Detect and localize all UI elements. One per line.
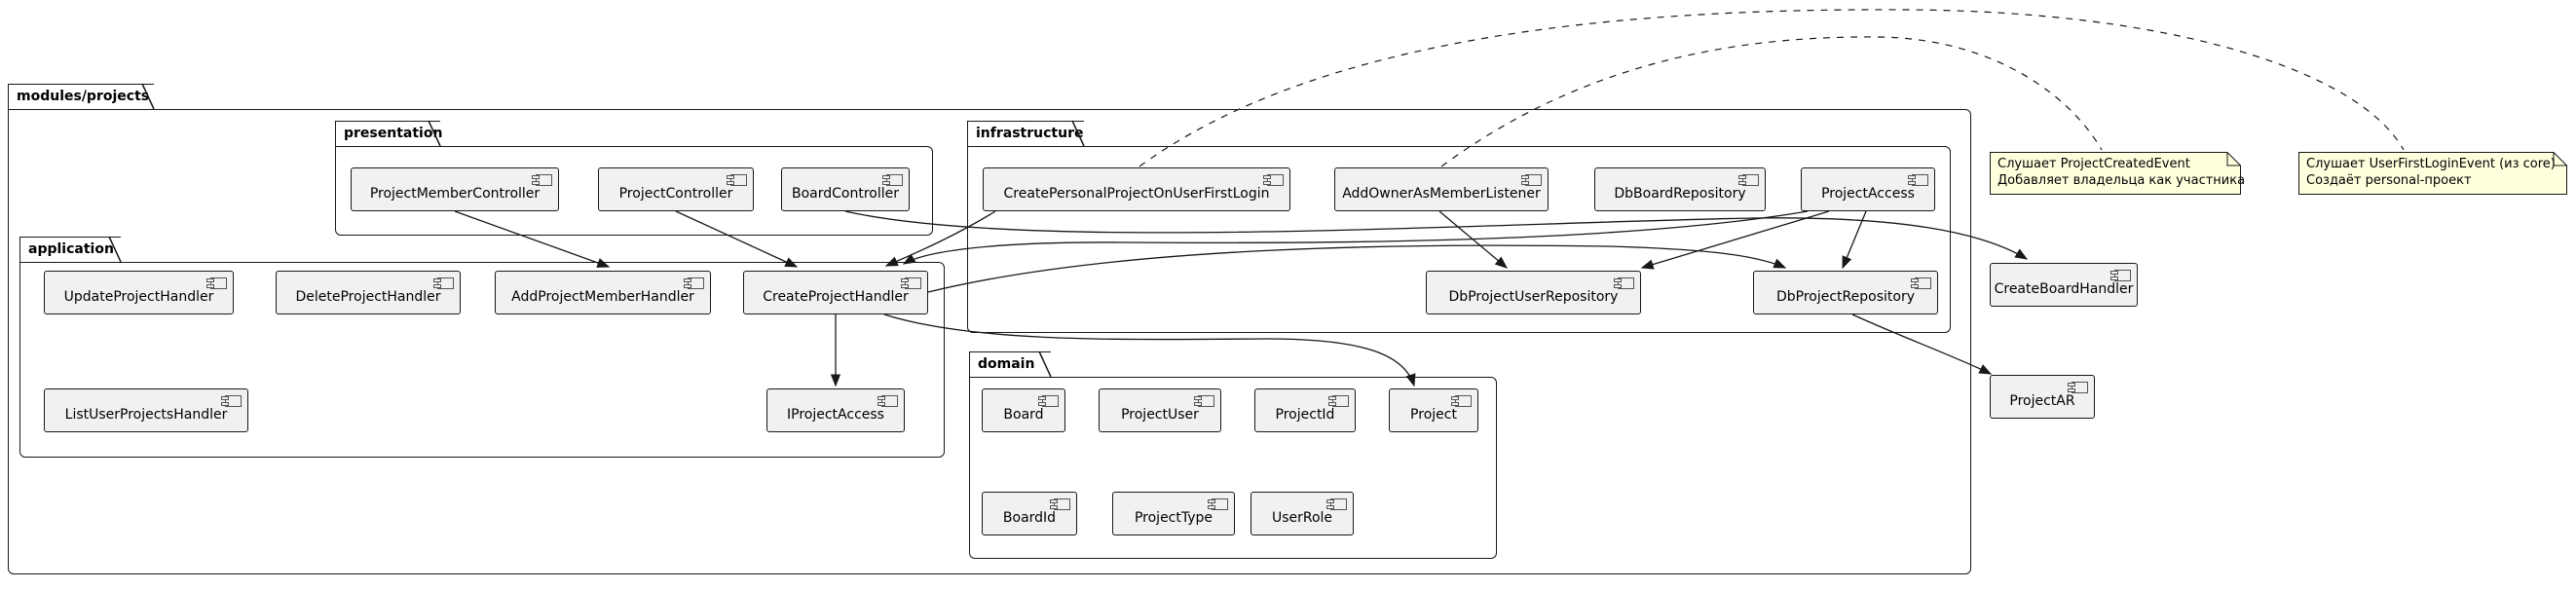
- package-infrastructure-tab: infrastructure: [967, 121, 1084, 146]
- component-icon: [882, 174, 903, 186]
- component-icon: [2110, 270, 2131, 281]
- component-label: ProjectUser: [1121, 406, 1199, 423]
- note-text: Слушает UserFirstLoginEvent (из core) Со…: [2306, 156, 2556, 189]
- component-delete-project-handler: DeleteProjectHandler: [276, 271, 461, 314]
- component-label: IProjectAccess: [787, 406, 884, 423]
- component-board-id: BoardId: [982, 492, 1077, 535]
- package-application-tab: application: [19, 237, 121, 262]
- component-label: ProjectType: [1134, 509, 1213, 526]
- component-icon: [1050, 498, 1070, 510]
- component-label: CreateBoardHandler: [1994, 280, 2134, 297]
- component-icon: [1614, 277, 1634, 289]
- component-label: DbProjectRepository: [1775, 288, 1915, 305]
- component-board: Board: [982, 388, 1065, 432]
- component-board-controller: BoardController: [781, 167, 910, 211]
- component-project-ar: ProjectAR: [1990, 375, 2095, 419]
- component-icon: [901, 277, 921, 289]
- package-modules-projects-label: modules/projects: [17, 89, 150, 104]
- component-user-role: UserRole: [1251, 492, 1354, 535]
- package-presentation-label: presentation: [344, 126, 443, 141]
- component-db-board-repository: DbBoardRepository: [1594, 167, 1766, 211]
- component-label: ProjectAccess: [1821, 185, 1915, 202]
- component-label: BoardId: [1002, 509, 1057, 526]
- component-icon: [1328, 395, 1349, 407]
- component-icon: [532, 174, 552, 186]
- component-update-project-handler: UpdateProjectHandler: [44, 271, 234, 314]
- note-user-first-login-event: Слушает UserFirstLoginEvent (из core) Со…: [2298, 152, 2567, 195]
- package-presentation: [335, 146, 933, 236]
- component-add-project-member-handler: AddProjectMemberHandler: [495, 271, 711, 314]
- note-line: Слушает UserFirstLoginEvent (из core): [2306, 157, 2556, 171]
- component-icon: [206, 277, 227, 289]
- component-icon: [1263, 174, 1284, 186]
- component-label: Board: [1003, 406, 1044, 423]
- component-icon: [1911, 277, 1931, 289]
- component-icon: [1208, 498, 1228, 510]
- component-label: ProjectController: [618, 185, 733, 202]
- component-label: ProjectMemberController: [369, 185, 541, 202]
- component-db-project-user-repository: DbProjectUserRepository: [1426, 271, 1641, 314]
- component-label: Project: [1410, 406, 1457, 423]
- component-icon: [433, 277, 454, 289]
- component-add-owner-as-member-listener: AddOwnerAsMemberListener: [1334, 167, 1549, 211]
- note-line: Создаёт personal-проект: [2306, 173, 2472, 188]
- component-icon: [1908, 174, 1928, 186]
- component-project-access: ProjectAccess: [1801, 167, 1935, 211]
- component-icon: [1738, 174, 1759, 186]
- component-icon: [1521, 174, 1542, 186]
- package-domain-label: domain: [978, 356, 1035, 372]
- package-domain-tab: domain: [969, 351, 1051, 377]
- component-label: BoardController: [791, 185, 899, 202]
- component-project-type: ProjectType: [1112, 492, 1235, 535]
- component-project-controller: ProjectController: [598, 167, 754, 211]
- component-label: DbProjectUserRepository: [1448, 288, 1619, 305]
- note-text: Слушает ProjectCreatedEvent Добавляет вл…: [1997, 156, 2246, 189]
- package-application-label: application: [28, 241, 114, 257]
- component-label: UserRole: [1271, 509, 1333, 526]
- component-icon: [1194, 395, 1214, 407]
- component-icon: [2068, 382, 2088, 393]
- note-line: Слушает ProjectCreatedEvent: [1997, 157, 2190, 171]
- component-label: ProjectId: [1275, 406, 1335, 423]
- component-db-project-repository: DbProjectRepository: [1753, 271, 1938, 314]
- component-label: UpdateProjectHandler: [63, 288, 214, 305]
- component-icon: [877, 395, 898, 407]
- component-label: CreateProjectHandler: [763, 288, 909, 305]
- note-line: Добавляет владельца как участника: [1997, 173, 2246, 188]
- component-label: CreatePersonalProjectOnUserFirstLogin: [1003, 185, 1270, 202]
- component-label: ListUserProjectsHandler: [64, 406, 228, 423]
- package-modules-projects-tab: modules/projects: [8, 84, 154, 109]
- component-label: DbBoardRepository: [1614, 185, 1746, 202]
- component-project: Project: [1389, 388, 1478, 432]
- component-icon: [1451, 395, 1472, 407]
- component-label: AddProjectMemberHandler: [511, 288, 694, 305]
- component-icon: [221, 395, 242, 407]
- component-icon: [727, 174, 747, 186]
- package-presentation-tab: presentation: [335, 121, 443, 146]
- component-label: ProjectAR: [2009, 392, 2075, 409]
- component-label: AddOwnerAsMemberListener: [1342, 185, 1541, 202]
- component-project-member-controller: ProjectMemberController: [351, 167, 559, 211]
- component-label: DeleteProjectHandler: [295, 288, 441, 305]
- component-create-board-handler: CreateBoardHandler: [1990, 263, 2138, 307]
- component-icon: [1326, 498, 1347, 510]
- component-list-user-projects-handler: ListUserProjectsHandler: [44, 388, 248, 432]
- note-project-created-event: Слушает ProjectCreatedEvent Добавляет вл…: [1990, 152, 2246, 195]
- component-i-project-access: IProjectAccess: [766, 388, 905, 432]
- component-project-user: ProjectUser: [1099, 388, 1221, 432]
- component-icon: [1038, 395, 1059, 407]
- component-icon: [684, 277, 704, 289]
- component-project-id: ProjectId: [1254, 388, 1356, 432]
- component-create-project-handler: CreateProjectHandler: [743, 271, 928, 314]
- component-create-personal-project-on-user-first-login: CreatePersonalProjectOnUserFirstLogin: [983, 167, 1290, 211]
- package-infrastructure-label: infrastructure: [976, 126, 1084, 141]
